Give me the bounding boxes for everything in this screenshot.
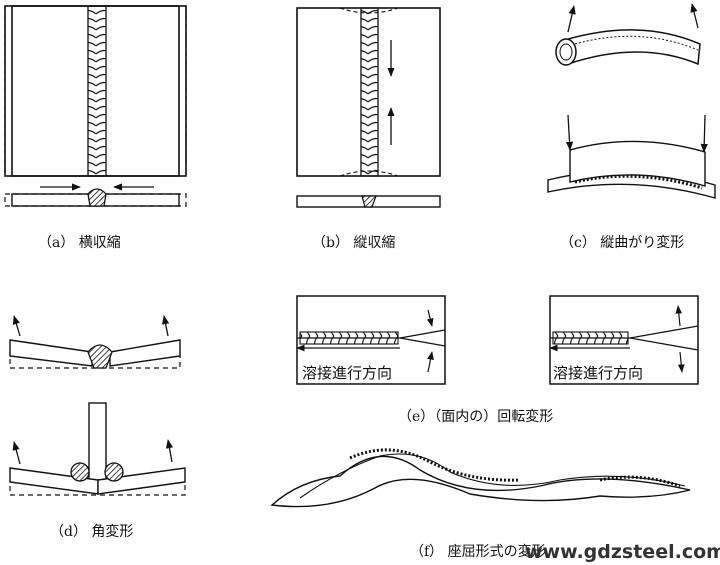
caption-d: （d） 角変形 bbox=[50, 523, 133, 540]
figure-d-angular-distortion bbox=[9, 315, 186, 496]
figure-a-transverse-shrinkage bbox=[4, 5, 187, 207]
welding-direction-label-right: 溶接進行方向 bbox=[553, 364, 643, 382]
figure-c-longitudinal-bending bbox=[547, 3, 716, 199]
caption-f: （f） 座屈形式の変形 bbox=[410, 543, 546, 560]
caption-b: （b） 縦収縮 bbox=[312, 235, 395, 251]
figure-e-rotational-distortion bbox=[296, 295, 699, 385]
welding-direction-label-left: 溶接進行方向 bbox=[302, 364, 392, 382]
caption-a: （a） 横収縮 bbox=[38, 235, 121, 251]
caption-e: （e）（面内の）回転変形 bbox=[398, 408, 553, 425]
figure-b-longitudinal-shrinkage bbox=[296, 7, 441, 208]
caption-c: （c） 縦曲がり変形 bbox=[560, 234, 684, 251]
figure-f-buckling-distortion bbox=[270, 448, 691, 508]
watermark-text: www.gdzsteel.com bbox=[525, 541, 720, 563]
